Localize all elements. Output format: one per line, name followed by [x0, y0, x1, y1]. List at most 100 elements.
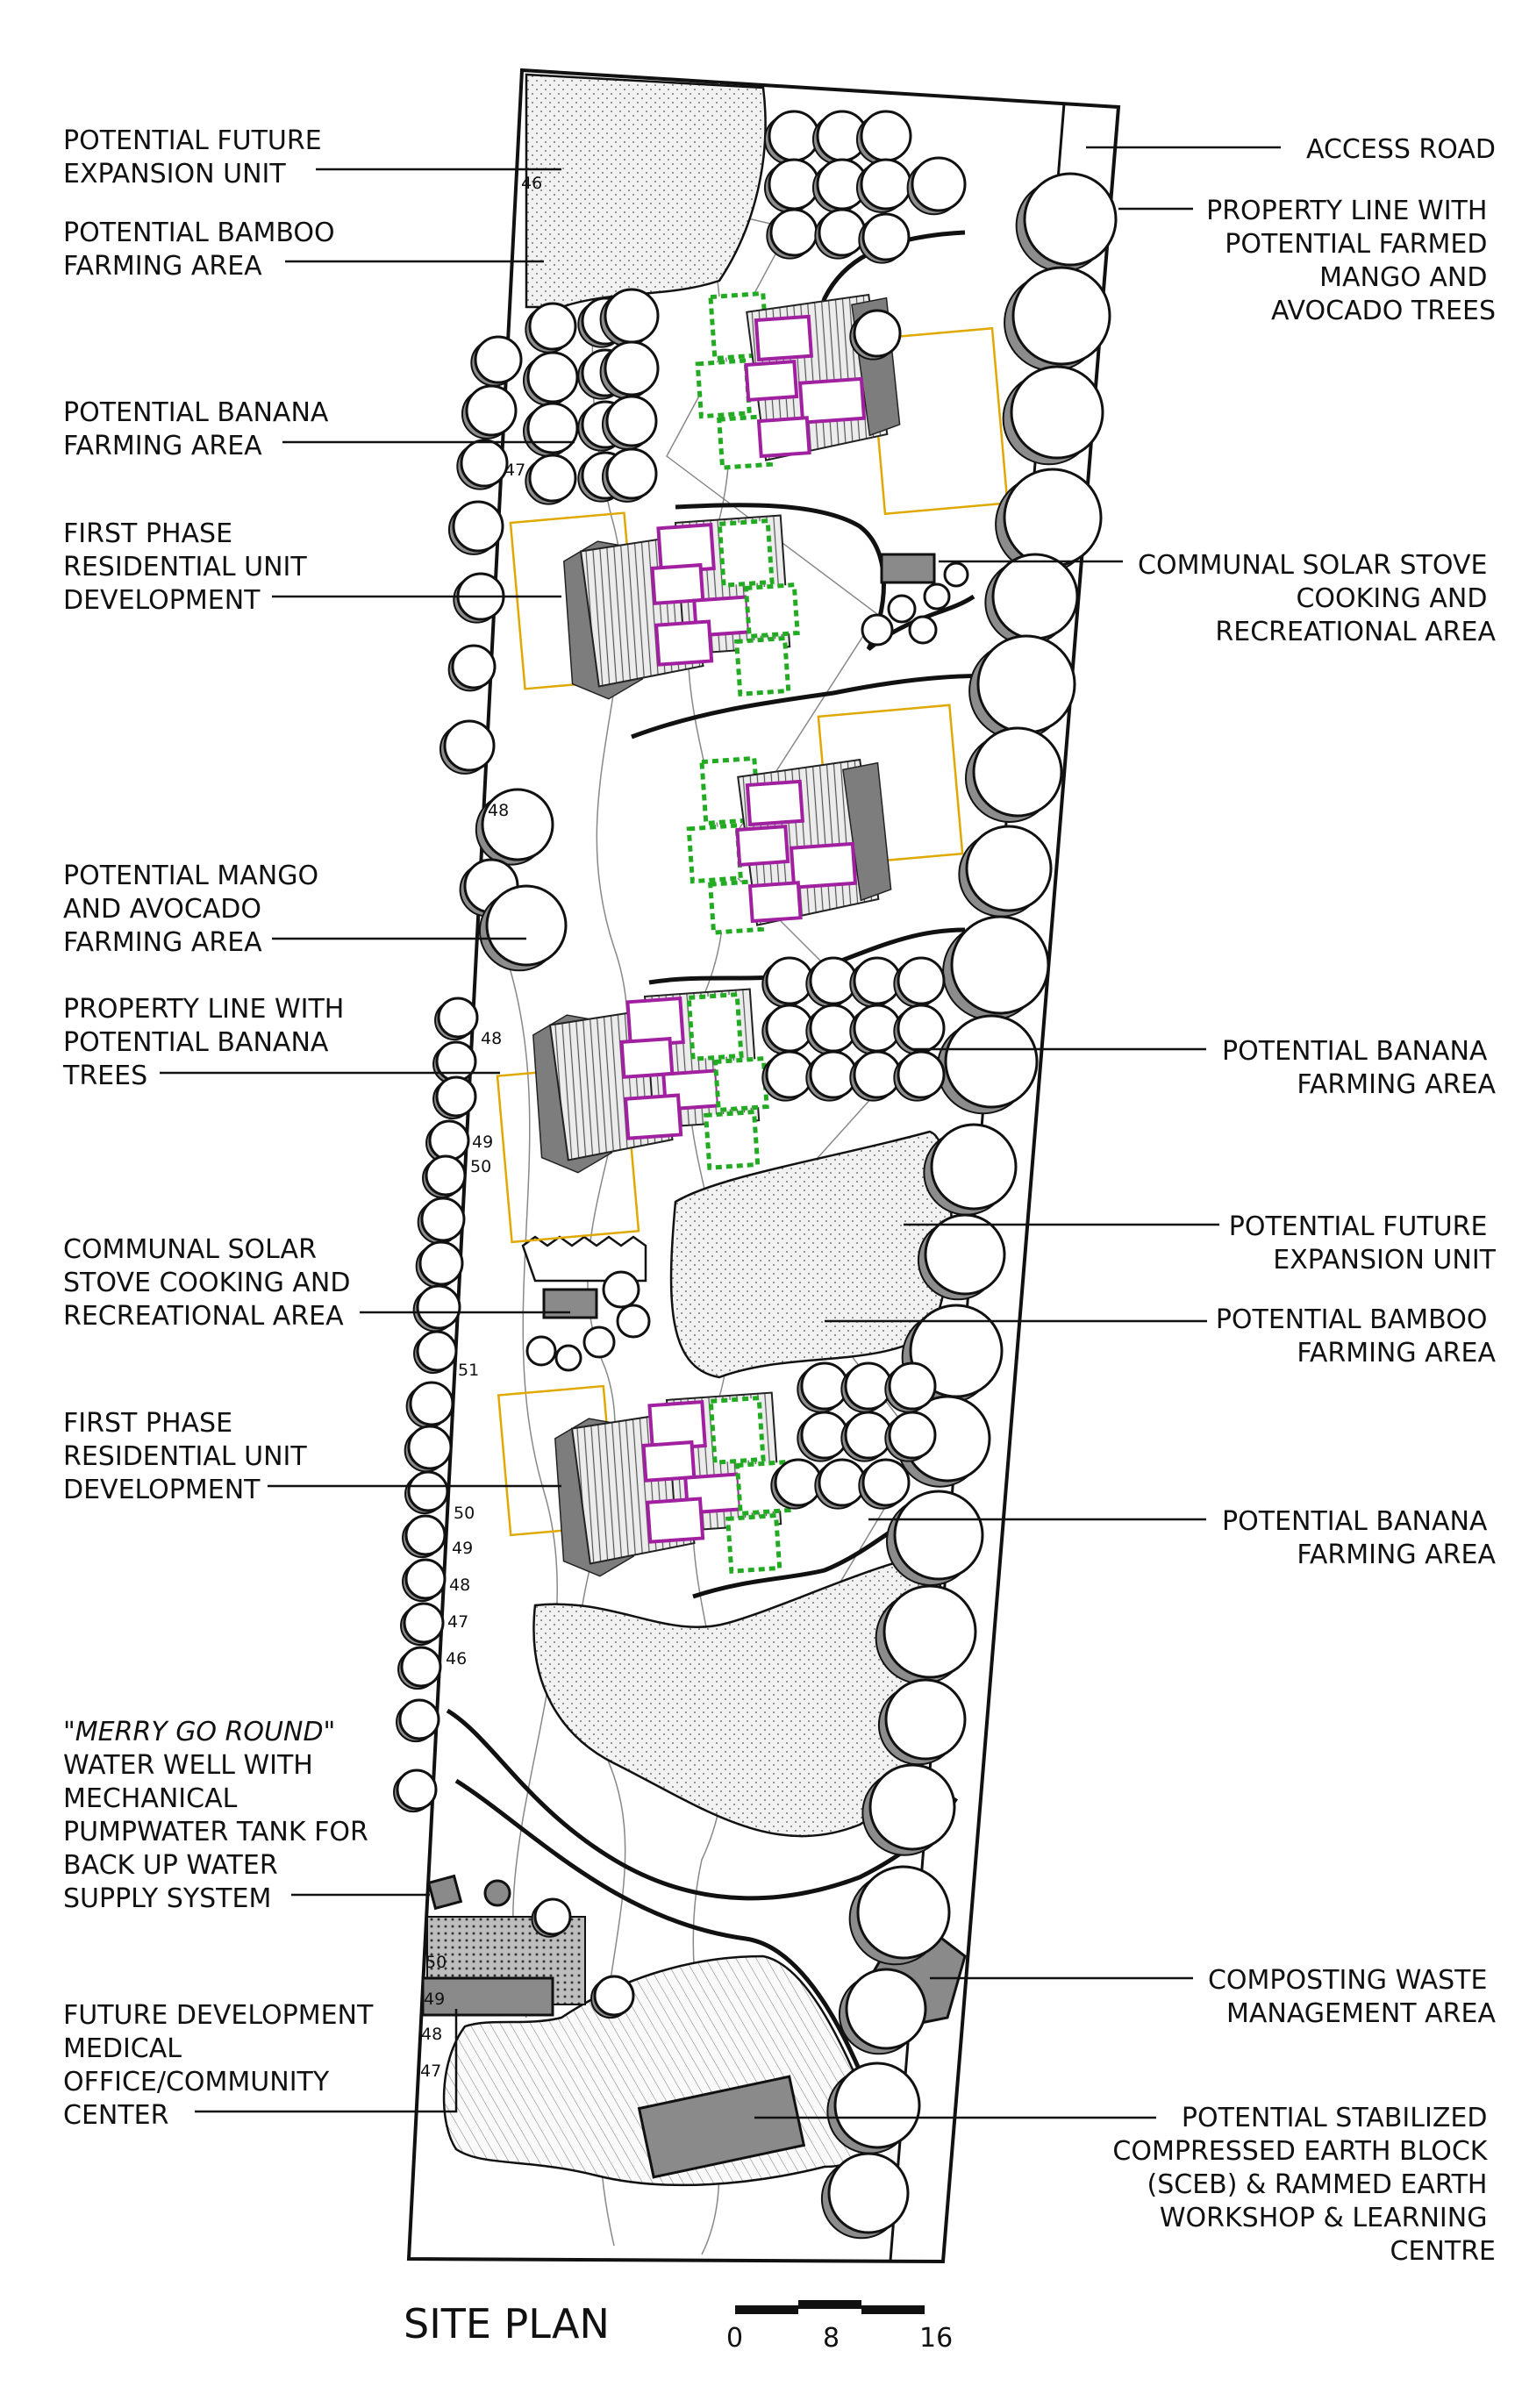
tree — [412, 1284, 461, 1333]
tree — [599, 340, 660, 400]
tree — [402, 1514, 447, 1559]
tree — [849, 309, 902, 361]
contour-labels: 46 47 48 48 49 50 51 50 49 48 47 46 50 4… — [420, 174, 542, 2081]
tree — [601, 447, 658, 503]
tree — [590, 1975, 635, 2019]
tree — [396, 1698, 440, 1743]
tree — [1015, 172, 1118, 273]
water-well — [483, 1879, 511, 1907]
scale-tick-16: 16 — [919, 2323, 953, 2354]
solar-stove-area-1 — [861, 553, 969, 647]
tree — [820, 2152, 910, 2240]
label-property-mango: PROPERTY LINE WITH POTENTIAL FARMED MANG… — [1206, 196, 1496, 326]
contour-label: 46 — [521, 174, 542, 193]
label-sceb: POTENTIAL STABILIZED COMPRESSED EARTH BL… — [1112, 2103, 1496, 2267]
tree — [601, 395, 658, 450]
contour-label: 50 — [425, 1953, 447, 1972]
label-future-expansion-1: POTENTIAL FUTURE EXPANSION UNIT — [63, 125, 330, 189]
tree — [425, 1119, 470, 1164]
tree — [805, 1004, 858, 1055]
contour-label: 50 — [454, 1504, 475, 1523]
tree — [400, 1602, 445, 1647]
tree — [936, 1014, 1039, 1115]
scale-bar: 0 8 16 — [726, 2300, 953, 2354]
tree — [766, 208, 818, 260]
tree — [422, 1154, 467, 1199]
tree — [599, 288, 660, 347]
residential-unit — [686, 755, 892, 935]
tree — [968, 634, 1076, 740]
page-title: SITE PLAN — [404, 2300, 610, 2347]
label-banana-1: POTENTIAL BANANA FARMING AREA — [63, 397, 337, 461]
tree — [402, 1558, 447, 1603]
contour-label: 48 — [488, 801, 509, 820]
tree — [995, 468, 1103, 574]
contour-label: 47 — [447, 1612, 468, 1632]
tree — [415, 1240, 464, 1289]
tree — [531, 1897, 572, 1938]
contour-label: 50 — [470, 1157, 491, 1176]
tree — [965, 726, 1063, 823]
tree — [858, 1458, 911, 1510]
label-bamboo-1: POTENTIAL BAMBOO FARMING AREA — [63, 218, 343, 282]
contour-label: 47 — [504, 461, 525, 480]
tree — [770, 1458, 823, 1510]
tree — [884, 1361, 937, 1413]
tree — [404, 1425, 453, 1473]
trees — [393, 110, 1118, 2240]
tree — [413, 1330, 458, 1375]
tree — [393, 1768, 438, 1813]
tree — [984, 553, 1079, 646]
label-residential-2: FIRST PHASE RESIDENTIAL UNIT DEVELOPMENT — [63, 1408, 315, 1505]
residential-unit — [563, 514, 800, 700]
tree — [942, 915, 1050, 1021]
label-composting: COMPOSTING WASTE MANAGEMENT AREA — [1208, 1965, 1496, 2029]
tree — [826, 2061, 921, 2154]
contour-label: 51 — [458, 1361, 479, 1380]
tree — [906, 156, 967, 216]
tree — [525, 454, 577, 505]
label-banana-3: POTENTIAL BANANA FARMING AREA — [1222, 1506, 1496, 1570]
tree — [848, 1865, 951, 1966]
tree — [877, 1678, 967, 1766]
tree — [814, 208, 867, 260]
residential-unit — [554, 1391, 791, 1577]
tree — [838, 1968, 927, 2055]
tree — [478, 884, 568, 972]
residential-units — [532, 290, 901, 1577]
tree — [849, 1004, 902, 1055]
tree — [855, 158, 912, 213]
leader-lines — [160, 146, 1281, 2119]
tree — [447, 644, 497, 692]
label-bamboo-2: POTENTIAL BAMBOO FARMING AREA — [1216, 1304, 1497, 1368]
label-access-road: ACCESS ROAD — [1306, 134, 1496, 165]
label-residential-1: FIRST PHASE RESIDENTIAL UNIT DEVELOPMENT — [63, 518, 315, 616]
residential-unit — [532, 988, 769, 1174]
tree — [763, 158, 820, 213]
contour-label: 49 — [424, 1990, 445, 2009]
tree — [958, 825, 1053, 918]
label-medical-center: FUTURE DEVELOPMENT MEDICAL OFFICE/COMMUN… — [63, 2000, 382, 2131]
tree — [849, 1050, 902, 1102]
tree — [763, 110, 820, 165]
tree — [814, 1458, 867, 1510]
scale-tick-0: 0 — [726, 2323, 743, 2354]
medical-center-building — [421, 1976, 554, 2017]
tree — [811, 158, 868, 213]
tree — [893, 1050, 946, 1102]
left-labels: POTENTIAL FUTURE EXPANSION UNIT POTENTIA… — [62, 125, 382, 2131]
contour-label: 46 — [446, 1649, 467, 1668]
label-water-well: "MERRY GO ROUND" WATER WELL WITH MECHANI… — [63, 1717, 376, 1914]
water-tank — [426, 1874, 463, 1911]
tree — [1004, 266, 1111, 372]
tree — [461, 384, 518, 439]
tree — [875, 1584, 977, 1685]
label-solar-stove-1: COMMUNAL SOLAR STOVE COOKING AND RECREAT… — [1138, 550, 1496, 647]
contour-label: 48 — [481, 1029, 502, 1048]
contour-label: 49 — [452, 1539, 473, 1558]
tree — [439, 719, 496, 775]
label-mango-avocado: POTENTIAL MANGO AND AVOCADO FARMING AREA — [63, 861, 327, 958]
tree — [432, 1075, 477, 1120]
scale-tick-8: 8 — [823, 2323, 840, 2354]
